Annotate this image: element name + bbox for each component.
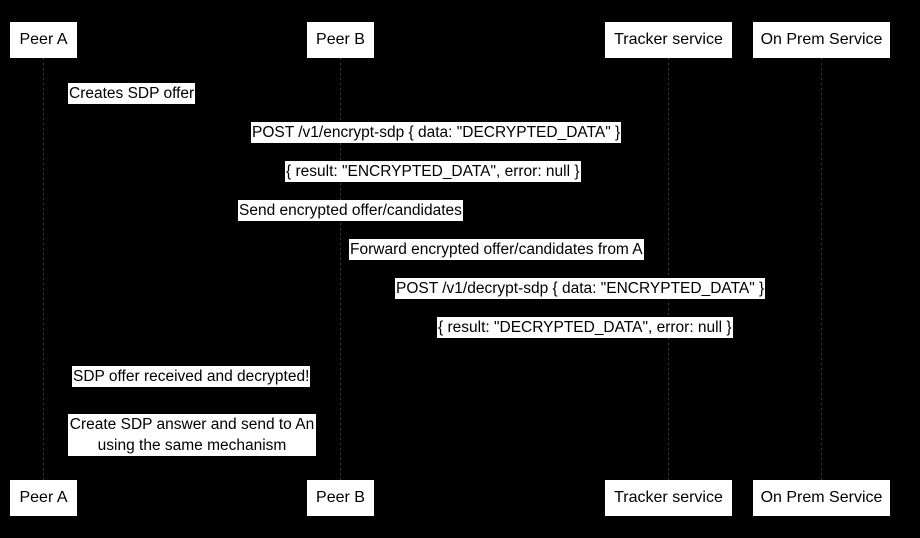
message-label-create-sdp-answer: Create SDP answer and send to An using t… [68, 414, 316, 456]
actor-box-peer-b-top[interactable]: Peer B [307, 22, 374, 58]
actor-box-peer-a-top[interactable]: Peer A [10, 22, 77, 58]
message-label-create-sdp-answer-line2: using the same mechanism [97, 437, 287, 454]
message-label-sdp-offer-received: SDP offer received and decrypted! [72, 366, 311, 387]
message-label-send-encrypted-offer: Send encrypted offer/candidates [238, 200, 463, 221]
message-label-decrypt-sdp-result: { result: "DECRYPTED_DATA", error: null … [437, 317, 733, 338]
actor-box-peer-a-bottom[interactable]: Peer A [10, 480, 77, 516]
message-label-post-decrypt-sdp: POST /v1/decrypt-sdp { data: "ENCRYPTED_… [395, 278, 766, 299]
message-label-forward-encrypted-offer: Forward encrypted offer/candidates from … [349, 239, 644, 260]
lifeline-peer-b [340, 58, 341, 480]
actor-box-tracker-service-top[interactable]: Tracker service [605, 22, 732, 58]
actor-box-on-prem-service-top[interactable]: On Prem Service [753, 22, 890, 58]
lifeline-on-prem-service [821, 58, 822, 480]
actor-box-tracker-service-bottom[interactable]: Tracker service [605, 480, 732, 516]
message-label-encrypt-sdp-result: { result: "ENCRYPTED_DATA", error: null … [285, 161, 581, 182]
lifeline-peer-a [43, 58, 44, 480]
message-label-post-encrypt-sdp: POST /v1/encrypt-sdp { data: "DECRYPTED_… [251, 122, 622, 143]
actor-box-peer-b-bottom[interactable]: Peer B [307, 480, 374, 516]
message-label-creates-sdp-offer: Creates SDP offer [68, 83, 196, 104]
actor-box-on-prem-service-bottom[interactable]: On Prem Service [753, 480, 890, 516]
message-label-create-sdp-answer-line1: Create SDP answer and send to An [69, 416, 315, 433]
lifeline-tracker-service [668, 58, 669, 480]
